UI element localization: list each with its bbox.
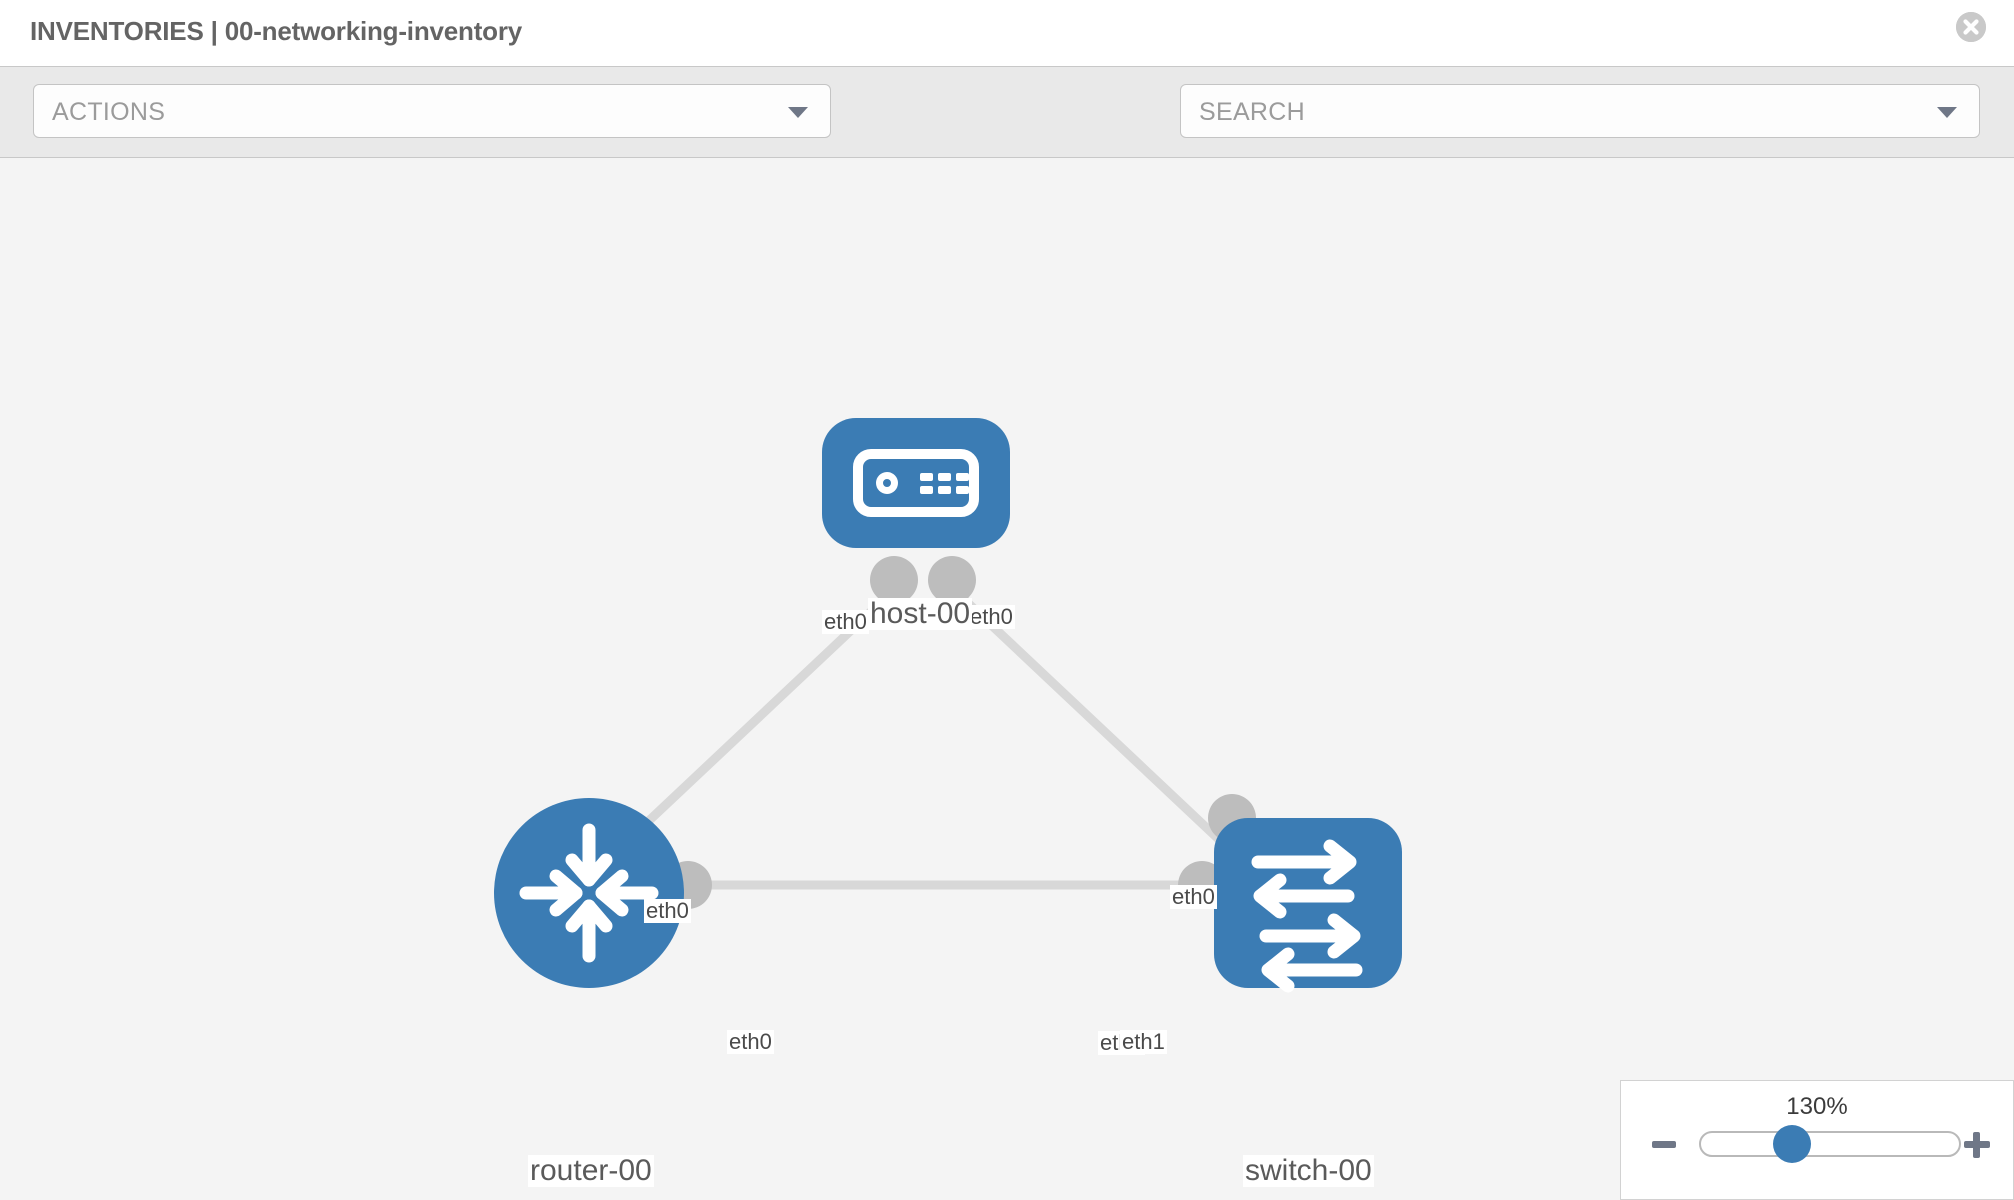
topology-links <box>616 584 1232 890</box>
page-header: INVENTORIES | 00-networking-inventory <box>0 0 2014 67</box>
node-label-host: host-00 <box>868 597 973 630</box>
actions-dropdown-label: ACTIONS <box>52 98 166 126</box>
interface-label: eth0 <box>1170 884 1217 909</box>
switch-icon <box>1251 839 1363 993</box>
toolbar: ACTIONS SEARCH <box>0 67 2014 192</box>
node-router-00 <box>494 798 684 988</box>
chevron-down-icon <box>788 107 808 118</box>
node-switch-00 <box>1214 818 1402 993</box>
interface-label: eth0 <box>822 609 869 634</box>
node-label-router: router-00 <box>528 1154 654 1187</box>
chevron-down-icon[interactable] <box>1937 107 1957 118</box>
node-label-switch: switch-00 <box>1243 1154 1374 1187</box>
interface-label: eth0 <box>968 604 1015 629</box>
port-host-right <box>928 556 976 604</box>
zoom-level-value: 130% <box>1786 1093 1848 1120</box>
search-input[interactable]: SEARCH <box>1180 84 1980 138</box>
page-title: INVENTORIES | 00-networking-inventory <box>30 16 523 46</box>
zoom-control-panel: 130% <box>1620 1080 2014 1200</box>
zoom-in-button[interactable] <box>1961 1129 1991 1159</box>
interface-label: eth1 <box>1120 1029 1167 1054</box>
zoom-slider-track[interactable] <box>1699 1131 1961 1157</box>
zoom-slider-thumb[interactable] <box>1773 1125 1811 1163</box>
search-placeholder: SEARCH <box>1199 98 1305 126</box>
interface-label: eth0 <box>644 898 691 923</box>
node-host-00 <box>822 418 1010 548</box>
link-host-switch <box>948 584 1232 852</box>
zoom-out-button[interactable] <box>1649 1129 1679 1159</box>
port-host-left <box>870 556 918 604</box>
actions-dropdown[interactable]: ACTIONS <box>33 84 831 138</box>
server-icon <box>853 449 979 517</box>
router-icon <box>519 823 659 963</box>
topology-canvas[interactable]: eth0 eth0 eth0 eth0 eth0 eth0 eth1 host-… <box>0 158 2014 1200</box>
interface-label: eth0 <box>727 1029 774 1054</box>
close-icon[interactable] <box>1956 12 1986 42</box>
